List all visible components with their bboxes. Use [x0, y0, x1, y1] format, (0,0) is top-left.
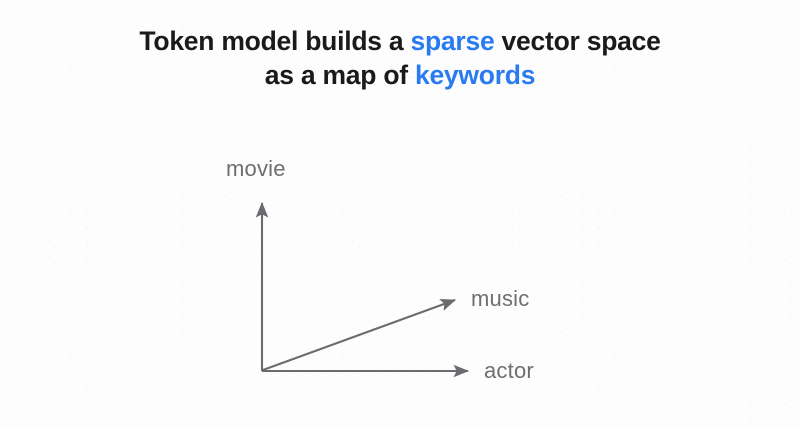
- slide-title: Token model builds a sparse vector space…: [0, 24, 800, 93]
- title-line-1: Token model builds a sparse vector space: [0, 24, 800, 58]
- title-line-2: as a map of keywords: [0, 58, 800, 92]
- axis-label-movie: movie: [226, 156, 286, 181]
- axis-label-actor: actor: [484, 358, 534, 383]
- title-line-1-text-after: vector space: [494, 26, 661, 56]
- title-line-1-text-before: Token model builds a: [139, 26, 411, 56]
- title-highlight-keywords: keywords: [414, 60, 536, 91]
- diagonal-vector-line: [262, 299, 456, 371]
- title-line-2-text-before: as a map of: [264, 60, 415, 91]
- axis-label-music: music: [471, 286, 530, 311]
- title-highlight-sparse: sparse: [410, 26, 495, 56]
